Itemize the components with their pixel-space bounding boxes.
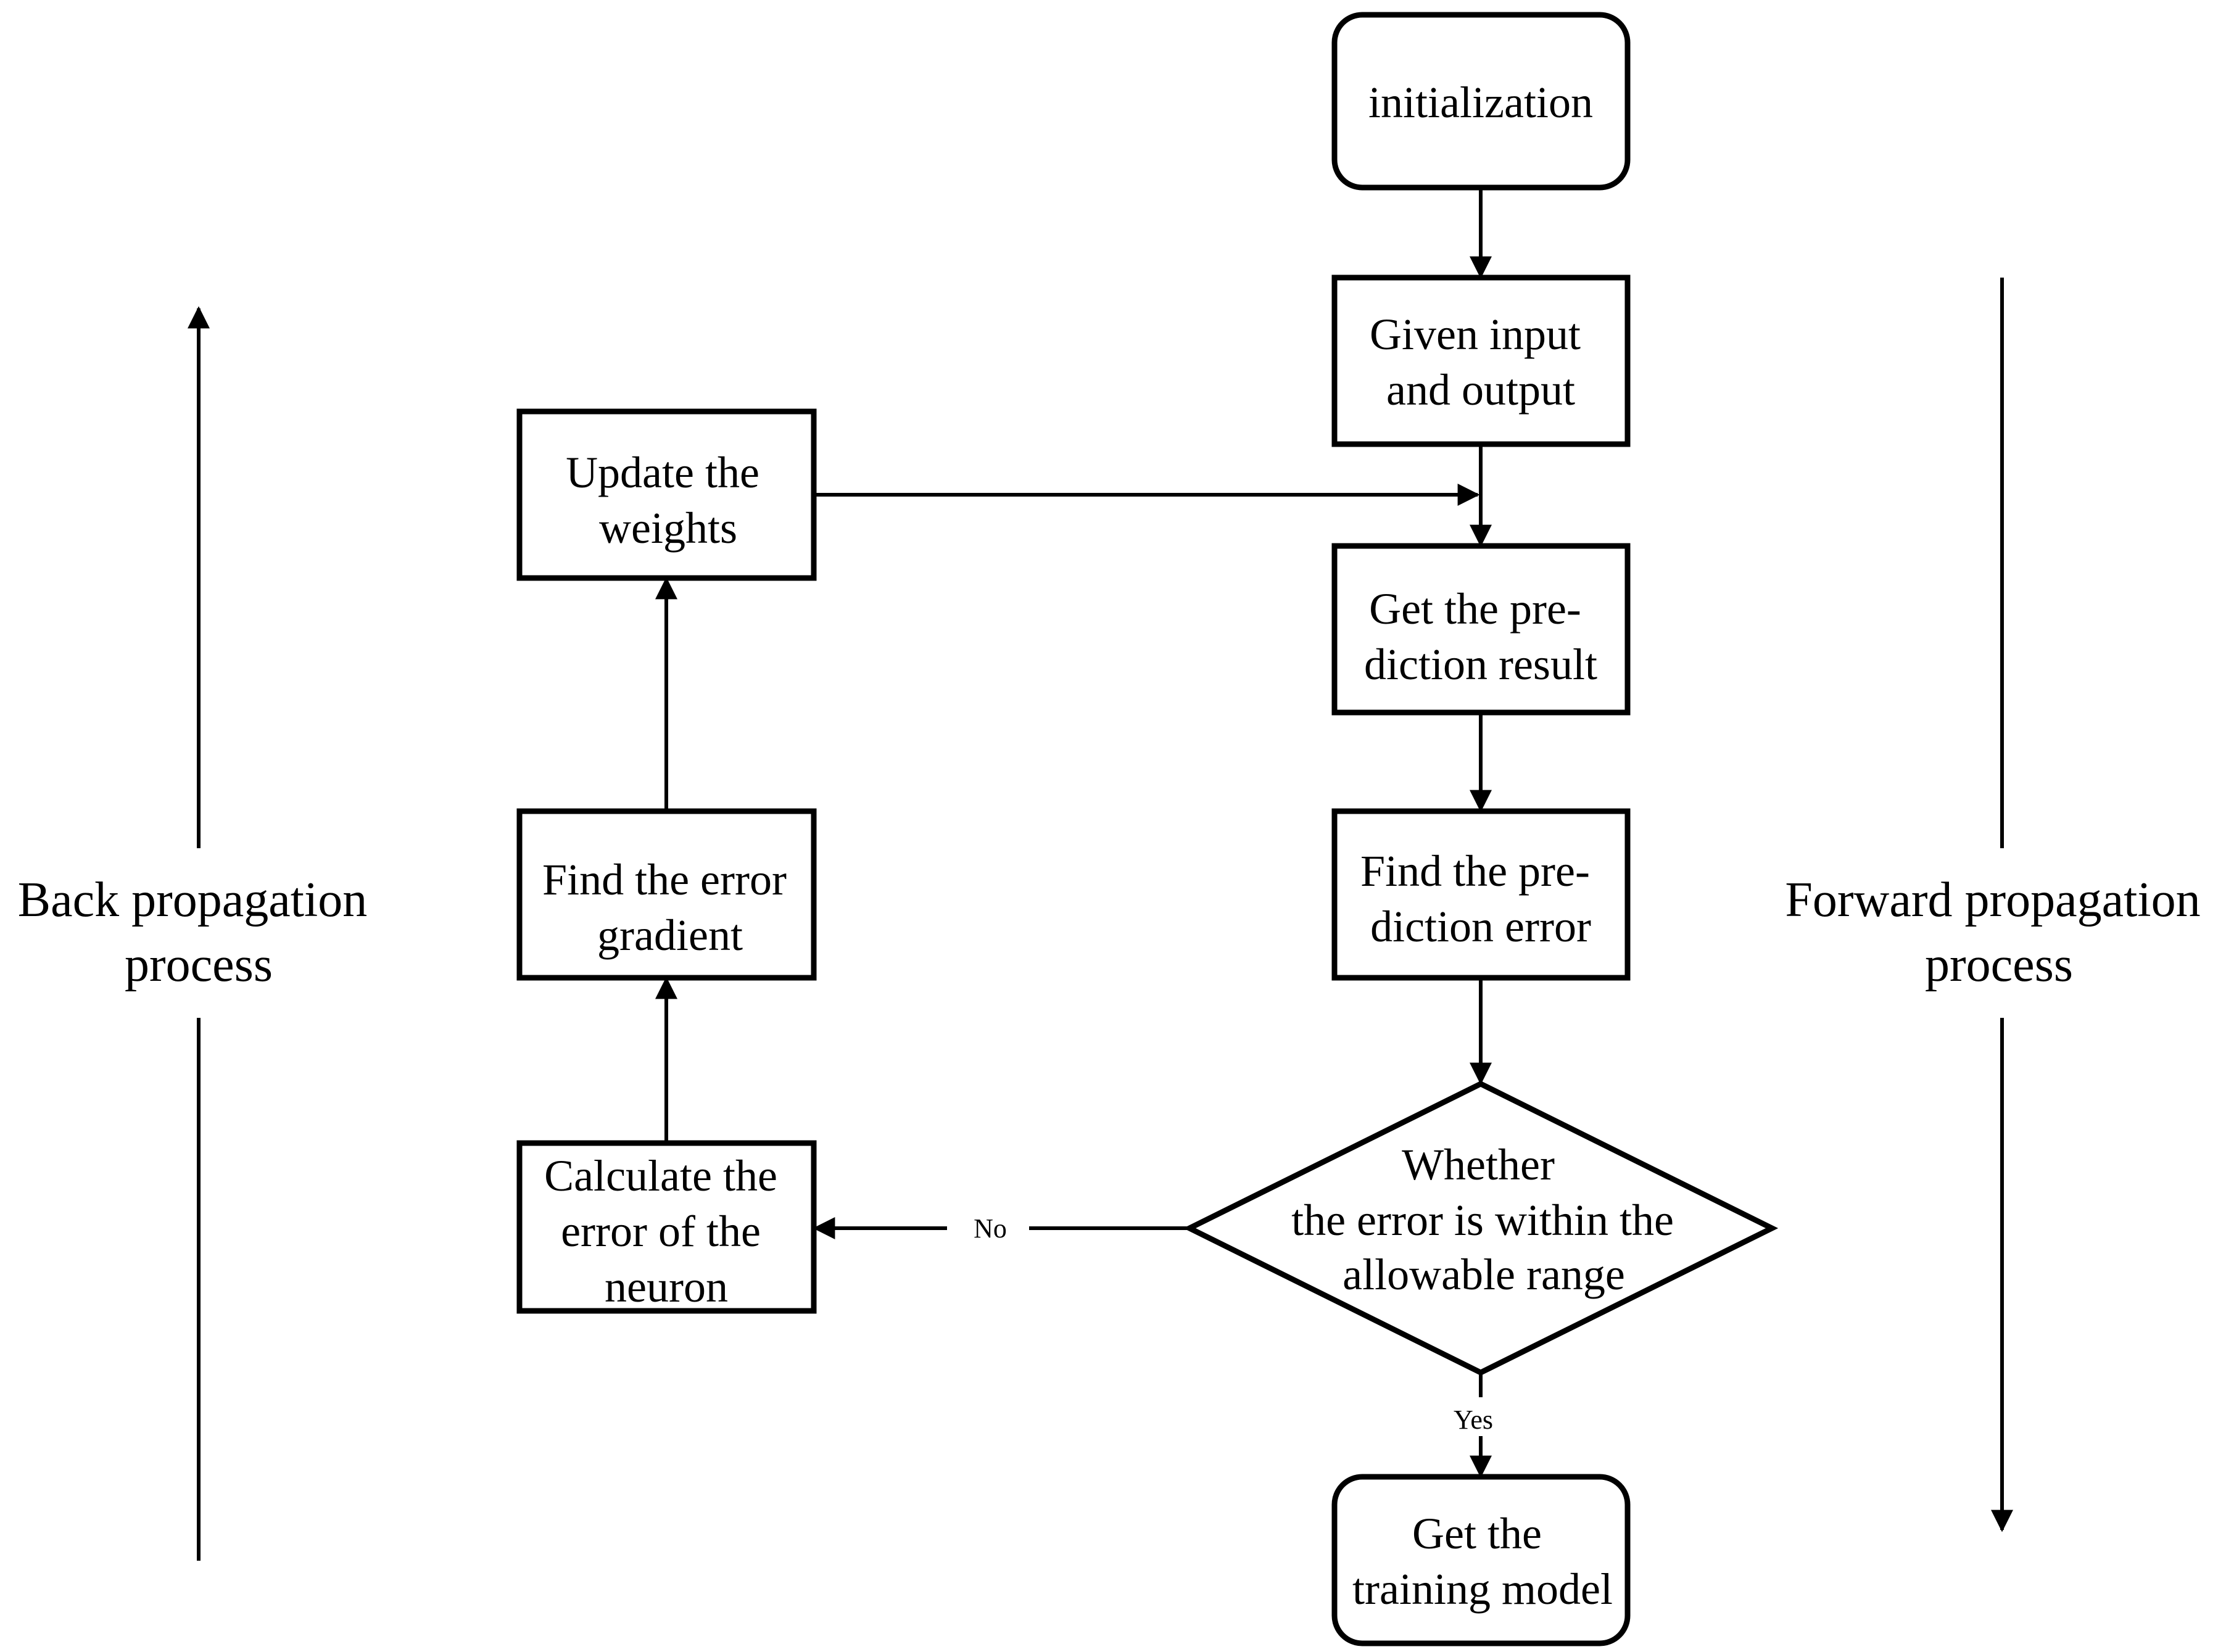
node-find-prediction-error-line-2: diction error xyxy=(1370,902,1591,951)
node-given-input-output-box xyxy=(1331,275,1631,447)
node-get-training-model-label: Get the training model xyxy=(1352,1509,1613,1614)
node-decision-line-1: Whether xyxy=(1402,1140,1555,1189)
node-get-prediction-result-line-1: Get the pre- xyxy=(1369,584,1581,634)
node-get-training-model-box xyxy=(1331,1474,1631,1646)
node-find-error-gradient-line-2: gradient xyxy=(597,911,743,960)
node-get-prediction-result-line-2: diction result xyxy=(1364,640,1597,689)
node-get-training-model-line-1: Get the xyxy=(1412,1509,1542,1558)
node-initialization-line-1: initialization xyxy=(1368,78,1593,127)
forward-propagation-line-1: Forward propagation xyxy=(1785,873,2200,927)
back-propagation-line-1: Back propagation xyxy=(18,873,367,927)
node-get-prediction-result-label: Get the pre- diction result xyxy=(1364,584,1597,689)
node-calculate-error-neuron-line-1: Calculate the xyxy=(544,1151,777,1200)
node-calculate-error-neuron-label: Calculate the error of the neuron xyxy=(544,1151,788,1311)
node-initialization-label: initialization xyxy=(1368,78,1593,127)
node-given-input-output-line-2: and output xyxy=(1386,365,1575,415)
node-decision-line-2: the error is within the xyxy=(1291,1196,1674,1245)
node-update-weights-line-1: Update the xyxy=(566,448,759,497)
node-calculate-error-neuron-line-3: neuron xyxy=(605,1262,728,1311)
back-propagation-label: Back propagation process xyxy=(18,873,379,992)
node-get-training-model-line-2: training model xyxy=(1352,1564,1613,1614)
node-find-prediction-error-line-1: Find the pre- xyxy=(1360,846,1590,896)
node-find-prediction-error-label: Find the pre- diction error xyxy=(1360,846,1601,951)
edge-label-yes: Yes xyxy=(1454,1405,1493,1435)
back-propagation-line-2: process xyxy=(125,938,273,992)
node-update-weights-box xyxy=(516,408,817,581)
node-given-input-output-label: Given input and output xyxy=(1370,310,1592,415)
node-find-error-gradient-label: Find the error gradient xyxy=(542,855,798,960)
node-get-prediction-result-box xyxy=(1331,543,1631,716)
edge-label-no: No xyxy=(974,1213,1007,1244)
node-update-weights-line-2: weights xyxy=(599,503,737,553)
node-given-input-output-line-1: Given input xyxy=(1370,310,1581,359)
forward-propagation-label: Forward propagation process xyxy=(1785,873,2212,992)
forward-propagation-line-2: process xyxy=(1925,938,2073,992)
node-update-weights-label: Update the weights xyxy=(566,448,771,553)
node-decision-label: Whether the error is within the allowabl… xyxy=(1291,1140,1685,1299)
node-decision-line-3: allowable range xyxy=(1343,1250,1625,1299)
node-find-error-gradient-line-1: Find the error xyxy=(542,855,787,904)
node-calculate-error-neuron-line-2: error of the xyxy=(561,1207,761,1256)
